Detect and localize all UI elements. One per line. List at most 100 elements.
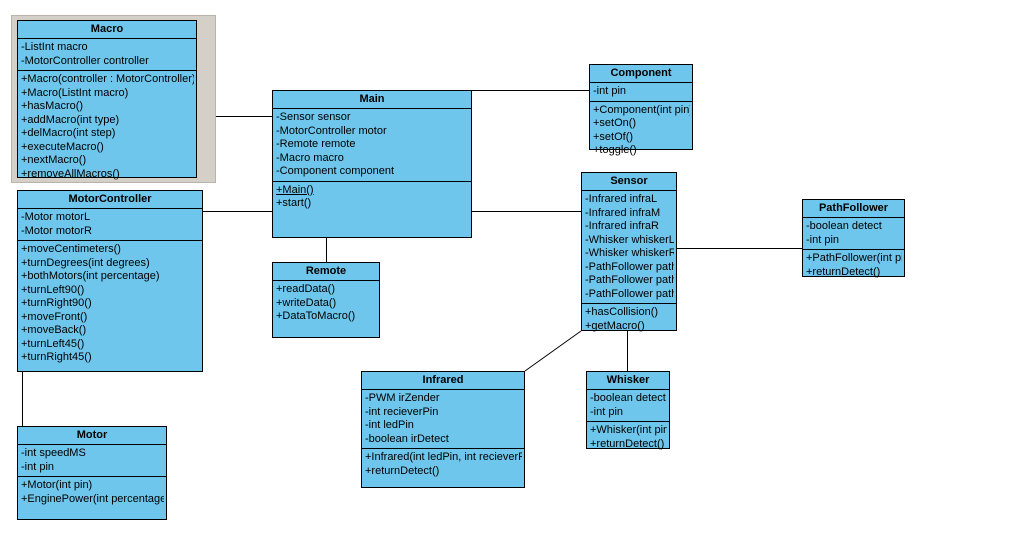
operation-row-static: +Main() bbox=[276, 183, 314, 196]
attribute-row: -PathFollower pathL bbox=[585, 260, 674, 273]
class-title-sensor: Sensor bbox=[582, 173, 676, 191]
attribute-row: -boolean detect bbox=[806, 220, 882, 232]
operation-row: +moveCentimeters() bbox=[21, 243, 121, 255]
operation-row: +setOn() bbox=[593, 117, 637, 129]
association-motorcontroller-motor[interactable] bbox=[22, 372, 23, 427]
attribute-row: -PathFollower pathM bbox=[585, 274, 674, 286]
operation-row: +executeMacro() bbox=[21, 140, 104, 153]
association-main-remote[interactable] bbox=[326, 238, 327, 262]
class-box-component[interactable]: Component -int pin +Component(int pin) +… bbox=[589, 64, 693, 156]
class-box-pathfollower[interactable]: PathFollower -boolean detect -int pin +P… bbox=[802, 199, 905, 278]
operation-row: +turnDegrees(int degrees) bbox=[21, 256, 150, 269]
attribute-row: -Sensor sensor bbox=[276, 111, 351, 123]
class-title-remote: Remote bbox=[273, 263, 379, 281]
class-box-whisker[interactable]: Whisker -boolean detect -int pin +Whiske… bbox=[586, 371, 670, 450]
attribute-row: -ListInt macro bbox=[21, 41, 88, 53]
class-box-macro[interactable]: Macro -ListInt macro -MotorController co… bbox=[17, 20, 197, 180]
attribute-row: -Infrared infraL bbox=[585, 193, 658, 205]
operation-row: +returnDetect() bbox=[590, 437, 665, 450]
attribute-row: -int pin bbox=[21, 460, 55, 473]
attribute-row: -boolean irDetect bbox=[365, 432, 449, 445]
association-motorcontroller-main[interactable] bbox=[202, 211, 273, 212]
association-sensor-whisker[interactable] bbox=[627, 331, 628, 371]
operation-row: +bothMotors(int percentage) bbox=[21, 270, 160, 282]
class-box-motor[interactable]: Motor -int speedMS -int pin +Motor(int p… bbox=[17, 426, 167, 520]
class-attributes-motor: -int speedMS -int pin bbox=[18, 445, 166, 477]
operation-row: +turnLeft90() bbox=[21, 283, 85, 296]
class-attributes-motorcontroller: -Motor motorL -Motor motorR bbox=[18, 209, 202, 241]
attribute-row: -MotorController motor bbox=[276, 124, 387, 137]
class-operations-component: +Component(int pin) +setOn() +setOf() +t… bbox=[590, 102, 692, 160]
association-macro-main[interactable] bbox=[196, 116, 273, 117]
class-operations-remote: +readData() +writeData() +DataToMacro() bbox=[273, 281, 379, 326]
class-attributes-component: -int pin bbox=[590, 83, 692, 102]
attribute-row: -Remote remote bbox=[276, 138, 356, 150]
attribute-row: -PWM irZender bbox=[365, 392, 440, 404]
class-title-component: Component bbox=[590, 65, 692, 83]
class-attributes-macro: -ListInt macro -MotorController controll… bbox=[18, 39, 196, 71]
attribute-row: -Whisker whiskerR bbox=[585, 247, 674, 259]
class-box-remote[interactable]: Remote +readData() +writeData() +DataToM… bbox=[272, 262, 380, 338]
class-operations-infrared: +Infrared(int ledPin, int recieverPin) +… bbox=[362, 449, 524, 480]
class-title-motorcontroller: MotorController bbox=[18, 191, 202, 209]
attribute-row: -Component component bbox=[276, 165, 395, 177]
class-title-motor: Motor bbox=[18, 427, 166, 445]
attribute-row: -Whisker whiskerL bbox=[585, 233, 674, 246]
operation-row: +Infrared(int ledPin, int recieverPin) bbox=[365, 451, 522, 463]
operation-row: +Macro(ListInt macro) bbox=[21, 86, 129, 99]
class-title-whisker: Whisker bbox=[587, 372, 669, 390]
class-title-infrared: Infrared bbox=[362, 372, 524, 390]
operation-row: +setOf() bbox=[593, 130, 634, 143]
attribute-row: -Macro macro bbox=[276, 151, 344, 164]
operation-row: +removeAllMacros() bbox=[21, 167, 120, 180]
class-operations-pathfollower: +PathFollower(int pin) +returnDetect() bbox=[803, 250, 904, 281]
class-attributes-sensor: -Infrared infraL -Infrared infraM -Infra… bbox=[582, 191, 676, 304]
attribute-row: -Infrared infraR bbox=[585, 220, 659, 232]
operation-row: +turnRight45() bbox=[21, 351, 92, 363]
operation-row: +returnDetect() bbox=[806, 265, 881, 278]
association-sensor-pathfollower[interactable] bbox=[677, 248, 802, 249]
operation-row: +addMacro(int type) bbox=[21, 113, 120, 126]
operation-row: +hasCollision() bbox=[585, 306, 659, 318]
class-box-infrared[interactable]: Infrared -PWM irZender -int recieverPin … bbox=[361, 371, 525, 488]
operation-row: +toggle() bbox=[593, 144, 637, 156]
operation-row: +returnDetect() bbox=[365, 464, 440, 477]
class-attributes-infrared: -PWM irZender -int recieverPin -int ledP… bbox=[362, 390, 524, 449]
class-attributes-pathfollower: -boolean detect -int pin bbox=[803, 218, 904, 250]
attribute-row: -int pin bbox=[593, 85, 627, 97]
class-operations-macro: +Macro(controller : MotorController) +Ma… bbox=[18, 71, 196, 183]
operation-row: +DataToMacro() bbox=[276, 310, 356, 322]
operation-row: +turnLeft45() bbox=[21, 337, 85, 350]
association-main-sensor[interactable] bbox=[472, 211, 581, 212]
operation-row: +readData() bbox=[276, 283, 336, 295]
class-attributes-main: -Sensor sensor -MotorController motor -R… bbox=[273, 109, 471, 182]
class-attributes-whisker: -boolean detect -int pin bbox=[587, 390, 669, 422]
class-box-main[interactable]: Main -Sensor sensor -MotorController mot… bbox=[272, 90, 472, 238]
attribute-row: -Motor motorR bbox=[21, 224, 92, 237]
operation-row: +hasMacro() bbox=[21, 100, 84, 112]
attribute-row: -Infrared infraM bbox=[585, 206, 661, 219]
class-operations-whisker: +Whisker(int pin) +returnDetect() bbox=[587, 422, 669, 453]
attribute-row: -PathFollower pathR bbox=[585, 287, 674, 300]
operation-row: +PathFollower(int pin) bbox=[806, 252, 902, 264]
operation-row: +getMacro() bbox=[585, 319, 645, 332]
operation-row: +moveBack() bbox=[21, 324, 87, 336]
operation-row: +writeData() bbox=[276, 296, 337, 309]
attribute-row: -boolean detect bbox=[590, 392, 666, 404]
association-main-component[interactable] bbox=[472, 90, 589, 91]
operation-row: +moveFront() bbox=[21, 310, 88, 323]
attribute-row: -MotorController controller bbox=[21, 54, 149, 67]
operation-row: +Component(int pin) bbox=[593, 103, 690, 116]
operation-row: +Whisker(int pin) bbox=[590, 424, 667, 436]
class-box-motorcontroller[interactable]: MotorController -Motor motorL -Motor mot… bbox=[17, 190, 203, 372]
attribute-row: -Motor motorL bbox=[21, 211, 91, 223]
class-operations-motor: +Motor(int pin) +EnginePower(int percent… bbox=[18, 477, 166, 508]
operation-row: +Macro(controller : MotorController) bbox=[21, 73, 194, 85]
class-operations-motorcontroller: +moveCentimeters() +turnDegrees(int degr… bbox=[18, 241, 202, 367]
class-operations-main: +Main() +start() bbox=[273, 182, 471, 213]
class-box-sensor[interactable]: Sensor -Infrared infraL -Infrared infraM… bbox=[581, 172, 677, 332]
attribute-row: -int speedMS bbox=[21, 447, 86, 459]
class-title-macro: Macro bbox=[18, 21, 196, 39]
class-title-main: Main bbox=[273, 91, 471, 109]
